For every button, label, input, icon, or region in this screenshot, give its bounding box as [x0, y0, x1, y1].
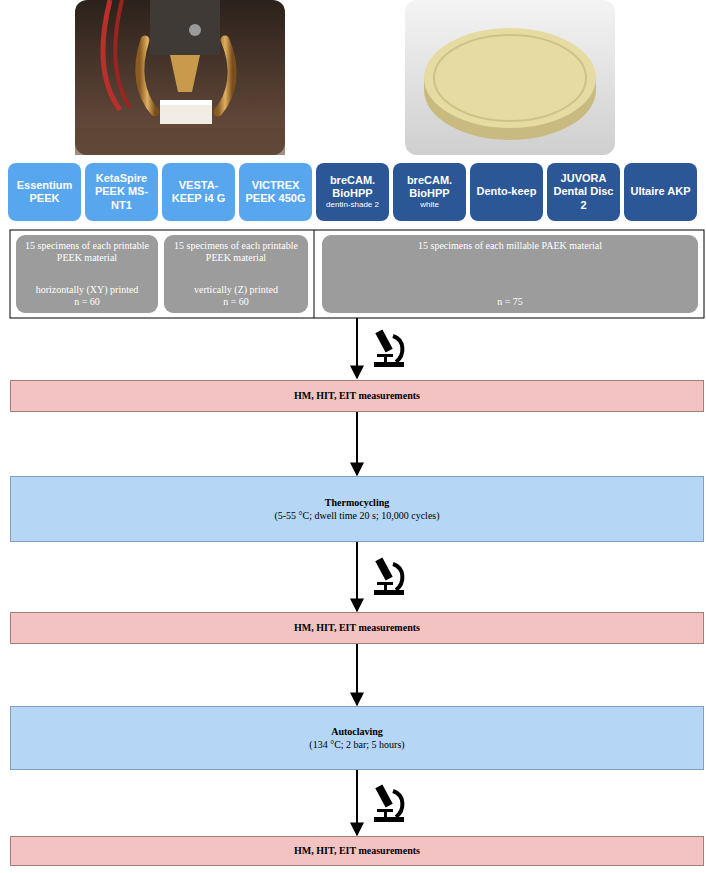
node-text: horizontally (XY) printed	[36, 284, 139, 296]
node-text: vertically (Z) printed	[194, 284, 278, 296]
node-text: breCAM. BioHPP	[318, 174, 387, 200]
millable-material-box: breCAM. BioHPPwhite	[393, 163, 466, 221]
node-text: KetaSpire PEEK MS-NT1	[87, 172, 156, 212]
node-text: 15 specimens of each millable PAEK mater…	[418, 240, 602, 252]
flow-arrow	[356, 644, 358, 705]
measurement-box: HM, HIT, EIT measurements	[10, 380, 704, 412]
millable-material-box: Dento-keep	[470, 163, 543, 221]
node-text: HM, HIT, EIT measurements	[294, 622, 420, 634]
millable-material-box: Ultaire AKP	[624, 163, 697, 221]
specimen-box: 15 specimens of each millable PAEK mater…	[322, 235, 698, 313]
printable-material-box: VESTA-KEEP i4 G	[162, 163, 235, 221]
node-text: (5-55 °C; dwell time 20 s; 10,000 cycles…	[274, 509, 439, 522]
node-text: 15 specimens of each printable PEEK mate…	[22, 240, 152, 264]
group-outline	[10, 230, 704, 318]
flow-arrow	[356, 542, 358, 611]
node-text: Thermocycling	[325, 496, 389, 509]
node-text: VESTA-KEEP i4 G	[164, 179, 233, 205]
flow-arrow	[356, 770, 358, 835]
flow-arrow	[356, 318, 358, 378]
node-text: n = 60	[223, 296, 249, 308]
node-text: Ultaire AKP	[630, 185, 690, 198]
printable-material-box: VICTREX PEEK 450G	[239, 163, 312, 221]
node-text: dentin-shade 2	[326, 200, 379, 210]
node-text: n = 60	[74, 296, 100, 308]
node-text: white	[420, 200, 439, 210]
node-text: breCAM. BioHPP	[395, 174, 464, 200]
printable-material-box: KetaSpire PEEK MS-NT1	[85, 163, 158, 221]
flow-arrow	[356, 412, 358, 475]
node-text: HM, HIT, EIT measurements	[294, 845, 420, 857]
millable-material-box: JUVORA Dental Disc 2	[547, 163, 620, 221]
microscope-icon	[374, 329, 404, 367]
printable-material-box: Essentium PEEK	[8, 163, 81, 221]
microscope-icon	[374, 784, 404, 822]
microscope-icon	[374, 557, 404, 595]
printer-photo	[75, 0, 285, 155]
millable-material-box: breCAM. BioHPPdentin-shade 2	[316, 163, 389, 221]
disc-photo	[405, 0, 615, 155]
node-text: n = 75	[497, 296, 523, 308]
measurement-box: HM, HIT, EIT measurements	[10, 836, 704, 866]
node-text: Dento-keep	[477, 185, 537, 198]
process-box: Thermocycling(5-55 °C; dwell time 20 s; …	[10, 476, 704, 542]
measurement-box: HM, HIT, EIT measurements	[10, 612, 704, 644]
process-box: Autoclaving(134 °C; 2 bar; 5 hours)	[10, 706, 704, 770]
node-text: VICTREX PEEK 450G	[241, 179, 310, 205]
node-text: (134 °C; 2 bar; 5 hours)	[309, 738, 404, 751]
group-divider	[314, 230, 315, 318]
node-text: 15 specimens of each printable PEEK mate…	[170, 240, 302, 264]
node-text: Autoclaving	[331, 725, 383, 738]
specimen-box: 15 specimens of each printable PEEK mate…	[164, 235, 308, 313]
node-text: Essentium PEEK	[10, 179, 79, 205]
node-text: JUVORA Dental Disc 2	[549, 172, 618, 212]
node-text: HM, HIT, EIT measurements	[294, 390, 420, 402]
specimen-box: 15 specimens of each printable PEEK mate…	[16, 235, 158, 313]
